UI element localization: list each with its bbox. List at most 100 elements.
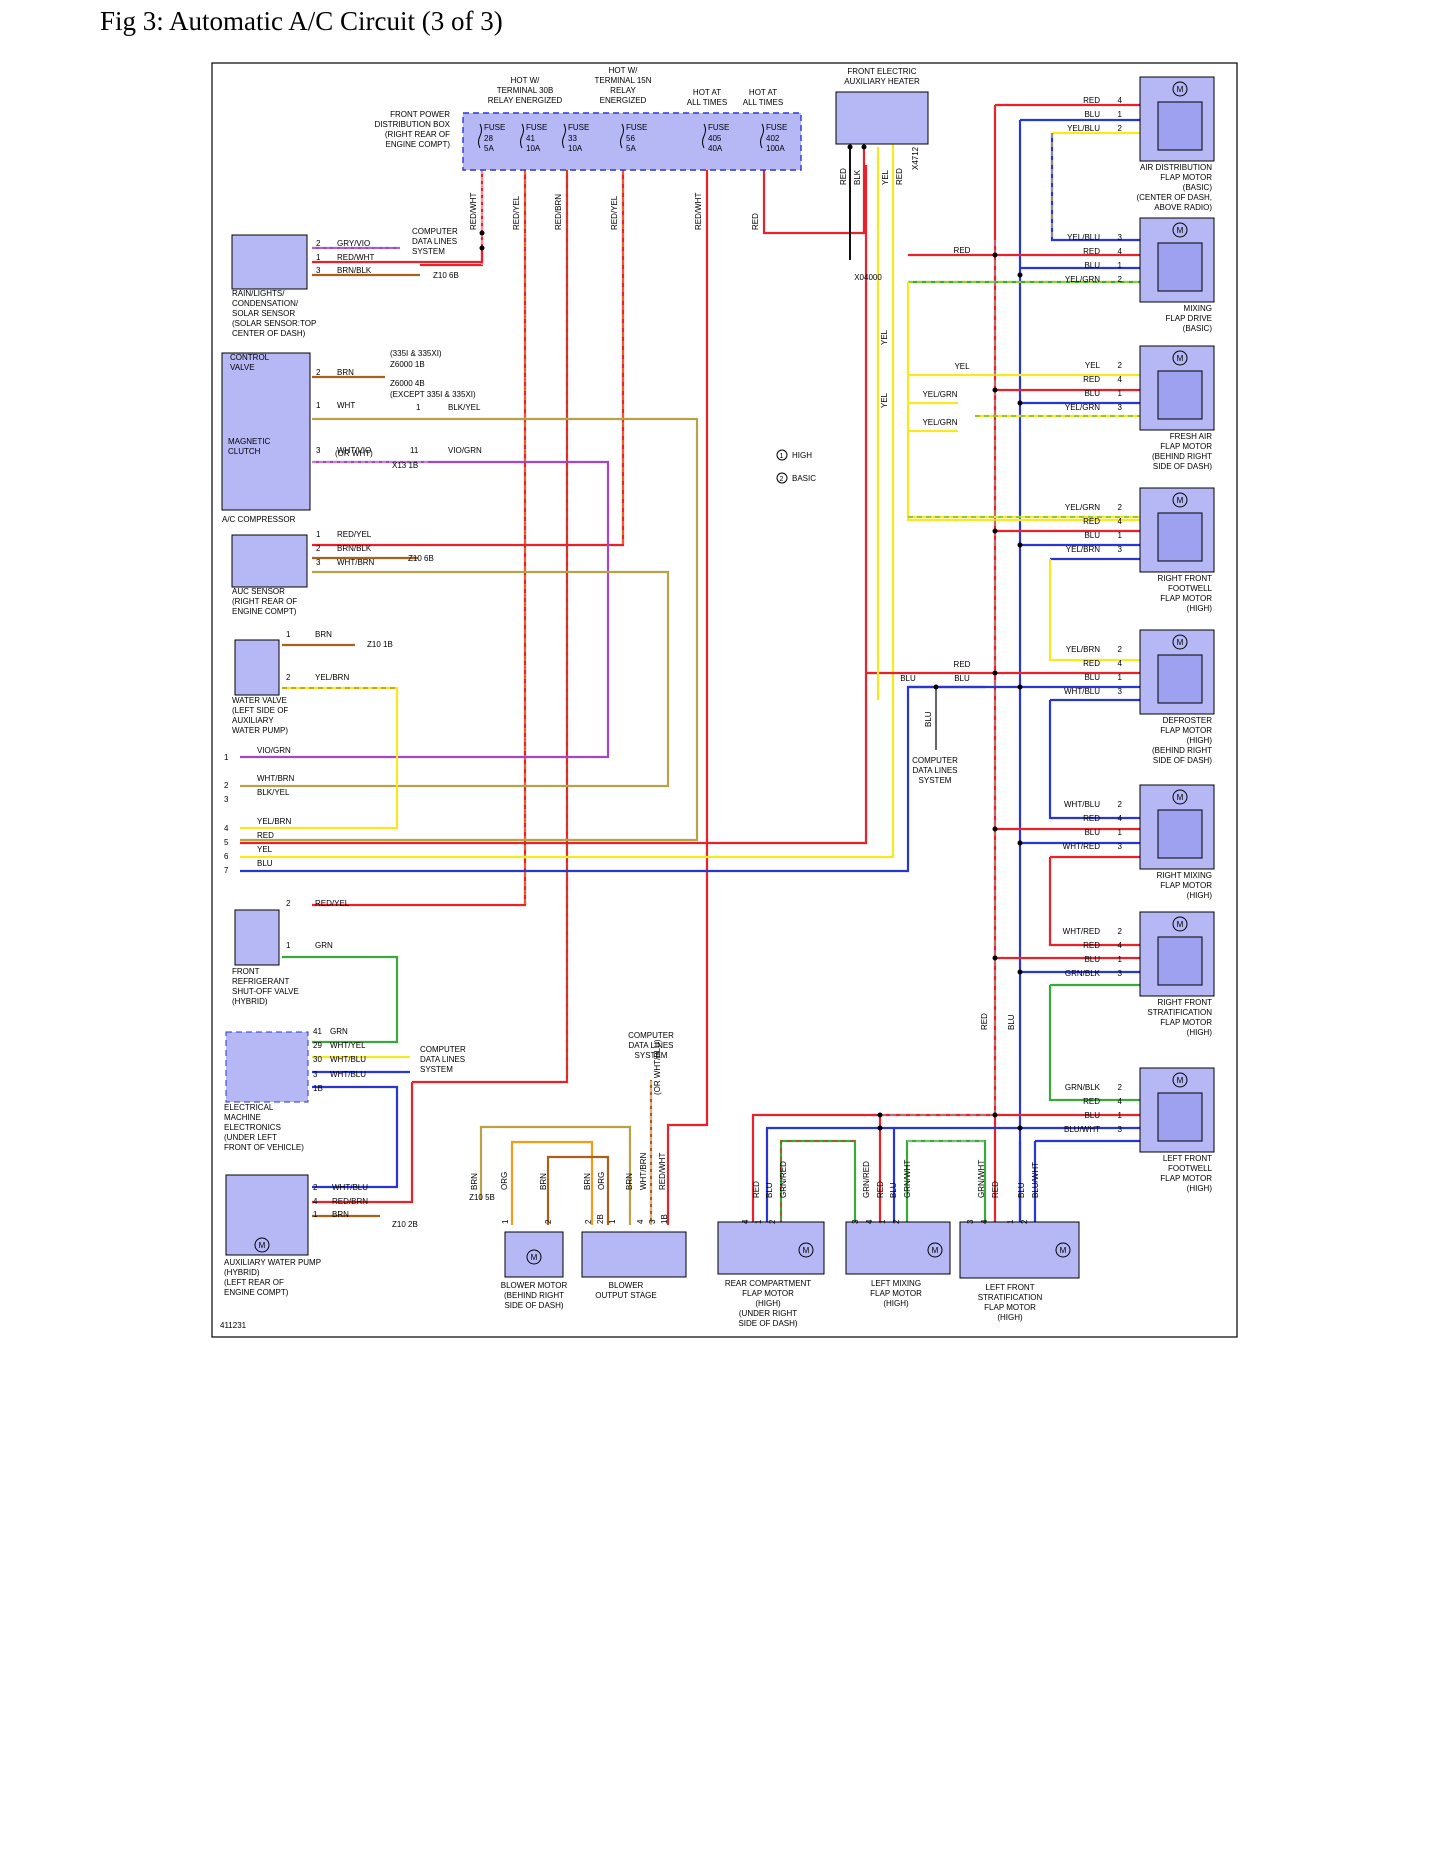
wire-color: BLU (954, 674, 970, 683)
wire-color: RED (991, 1181, 1000, 1198)
flap-motor-inner (1157, 370, 1203, 420)
wire-color: GRN/BLK (1065, 969, 1101, 978)
data-lines-label: DATA LINES (628, 1041, 673, 1050)
wire-color: WHT/BRN (639, 1152, 648, 1190)
figure-id: 411231 (220, 1321, 247, 1330)
component-name: (HIGH) (1187, 604, 1213, 613)
pin-number: 1 (1118, 531, 1123, 540)
data-lines-label: COMPUTER (420, 1045, 466, 1054)
pin-number: 3 (316, 558, 321, 567)
motor-icon (1172, 81, 1188, 97)
component-name: FLAP MOTOR (984, 1303, 1036, 1312)
wire-color: GRY/VIO (337, 239, 370, 248)
component-name: (UNDER LEFT (224, 1133, 277, 1142)
component-name: ENGINE COMPT) (232, 607, 297, 616)
wire-color: YEL (954, 362, 970, 371)
component-name: FOOTWELL (1168, 584, 1213, 593)
fuse-label: FUSE (626, 123, 647, 132)
wire-color: RED/WHT (337, 253, 374, 262)
pin-number: 4 (865, 1219, 874, 1224)
component-name: STRATIFICATION (1147, 1008, 1212, 1017)
component-name: SIDE OF DASH) (738, 1319, 797, 1328)
wire-color: BLU (1084, 828, 1100, 837)
flap-motor-inner (1157, 809, 1203, 859)
fuse-icon (562, 123, 566, 149)
component-name: (CENTER OF DASH, (1136, 193, 1212, 202)
pin-number: 3 (1118, 1125, 1123, 1134)
component-name: (SOLAR SENSOR:TOP (232, 319, 316, 328)
pin-number: 2 (1118, 361, 1123, 370)
wire-color: GRN/BLK (1065, 1083, 1101, 1092)
component-name: REAR COMPARTMENT (725, 1279, 811, 1288)
wire-color: (OR WHT/BLU) (653, 1039, 662, 1095)
wire-color: WHT/BLU (330, 1055, 366, 1064)
pin-number: 1 (316, 530, 321, 539)
pin-number: 3 (966, 1219, 975, 1224)
pin-number: 2 (1118, 503, 1123, 512)
wire-color: WHT (337, 401, 355, 410)
wire-color: BRN (625, 1173, 634, 1190)
wire-color: RED (954, 660, 971, 669)
note: X13 1B (392, 461, 418, 470)
component-sub-name: CONTROL (230, 353, 270, 362)
component-name: FLAP MOTOR (1160, 594, 1212, 603)
pin-number: 1B (313, 1084, 323, 1093)
wire-color: YEL/BRN (315, 673, 349, 682)
wire-color: BRN (583, 1173, 592, 1190)
wire-color: ORG (500, 1172, 509, 1190)
aux-heater-wire: YEL (881, 169, 890, 185)
component-name: SIDE OF DASH) (504, 1301, 563, 1310)
pin-number: 2 (1020, 1219, 1029, 1224)
flap-motor-inner (1157, 936, 1203, 986)
component-name: REFRIGERANT (232, 977, 289, 986)
pin-number: 4 (1118, 814, 1123, 823)
pin-number: 3 (648, 1219, 657, 1224)
pin-number: 3 (851, 1219, 860, 1224)
component-name: FLAP DRIVE (1165, 314, 1212, 323)
component-name: SIDE OF DASH) (1153, 756, 1212, 765)
wire-color: YEL/GRN (1065, 403, 1100, 412)
data-lines-label: DATA LINES (420, 1055, 465, 1064)
wire-color: BRN (470, 1173, 479, 1190)
note: Z6000 4B (390, 379, 425, 388)
wire-color: RED (1083, 941, 1100, 950)
wire-color: RED/YEL (315, 899, 350, 908)
pin-number: 2 (1118, 1083, 1123, 1092)
wire-color: BLK/YEL (448, 403, 481, 412)
pin-number: 1 (286, 630, 291, 639)
aux-heater-wire: BLK (853, 169, 862, 185)
wire-color: BRN/BLK (337, 266, 372, 275)
wire-color: YEL/GRN (1065, 503, 1100, 512)
pin-number: 2 (892, 1219, 901, 1224)
component-name: (BASIC) (1183, 183, 1213, 192)
fuse-header: HOT AT (693, 88, 721, 97)
data-lines-label: DATA LINES (412, 237, 457, 246)
right-motor-boxes (1139, 76, 1215, 1153)
component-name: FLAP MOTOR (742, 1289, 794, 1298)
component-name: LEFT FRONT (985, 1283, 1034, 1292)
wire-color: ORG (597, 1172, 606, 1190)
fuse-number: 402 (766, 134, 780, 143)
wire-color: VIO/GRN (448, 446, 482, 455)
fuse-number: 41 (526, 134, 535, 143)
wire-color: WHT/BLU (1064, 687, 1100, 696)
fuse-header: RELAY ENERGIZED (488, 96, 563, 105)
pin-number: 2 (1118, 927, 1123, 936)
wire-color: GRN/WHT (977, 1160, 986, 1198)
legend-high: HIGH (792, 451, 812, 460)
component-sub-name: MAGNETIC (228, 437, 270, 446)
pin-number: 2 (1118, 800, 1123, 809)
wire-color: RED/BRN (332, 1197, 368, 1206)
wire-color: BLK/YEL (257, 788, 290, 797)
wire-color: BLU (1017, 1182, 1026, 1198)
note: (EXCEPT 335I & 335XI) (390, 390, 476, 399)
wire-color: BLU (1084, 110, 1100, 119)
component-name: FLAP MOTOR (1160, 881, 1212, 890)
component-name: A/C COMPRESSOR (222, 515, 296, 524)
wire-color: YEL (880, 329, 889, 345)
wire-color: WHT/BLU (1064, 800, 1100, 809)
pin-number: 2 (316, 239, 321, 248)
wire-color: BLU/WHT (1031, 1162, 1040, 1198)
data-lines-label: SYSTEM (412, 247, 445, 256)
